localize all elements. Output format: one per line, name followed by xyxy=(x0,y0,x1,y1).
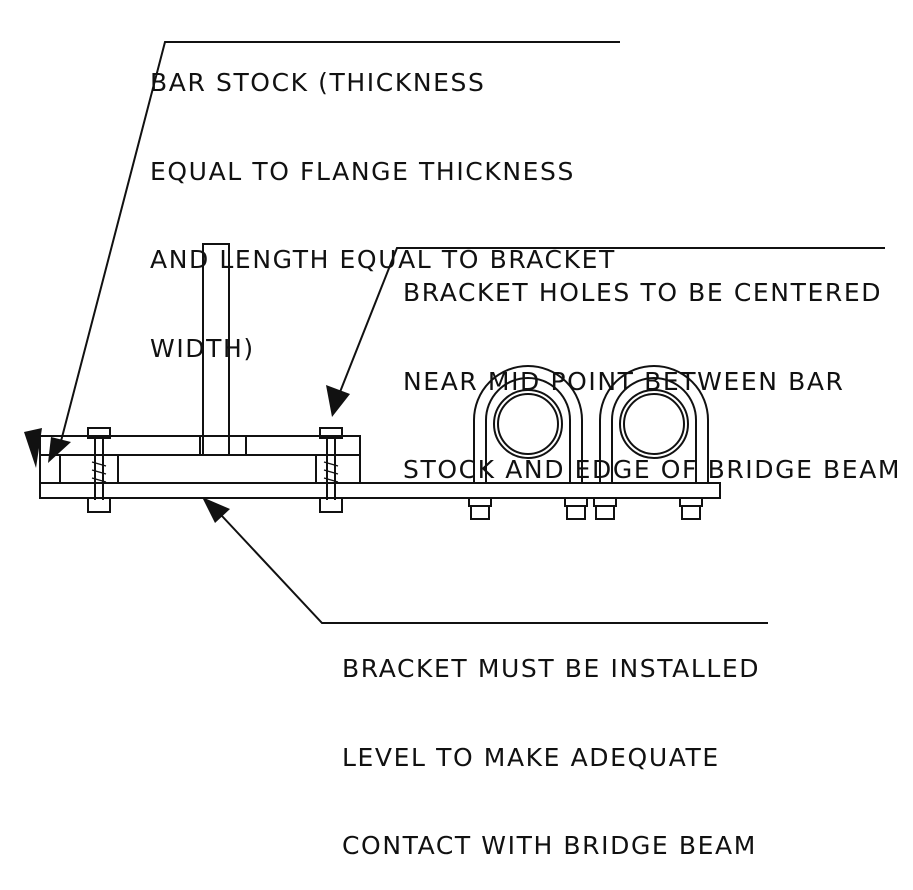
u-bolt-pipe-clamp-2 xyxy=(593,365,709,520)
left-bolt-thread-1 xyxy=(91,461,107,467)
note-bracket-level-line-3: CONTACT WITH BRIDGE BEAM xyxy=(342,831,757,860)
u-bolt-1-outer xyxy=(473,365,583,483)
leader-line-bracket-level xyxy=(221,515,768,624)
note-bracket-level-line-1: BRACKET MUST BE INSTALLED xyxy=(342,654,761,683)
note-bracket-level: BRACKET MUST BE INSTALLED LEVEL TO MAKE … xyxy=(342,595,760,890)
arrowhead-bar-stock xyxy=(48,437,71,463)
bar-stock-end xyxy=(59,454,119,484)
leader-line-bracket-holes xyxy=(339,247,885,393)
note-bar-stock-line-2: EQUAL TO FLANGE THICKNESS xyxy=(150,156,575,186)
note-bar-stock: BAR STOCK (THICKNESS EQUAL TO FLANGE THI… xyxy=(150,9,616,393)
note-bracket-holes-line-1: BRACKET HOLES TO BE CENTERED xyxy=(403,278,883,307)
bridge-beam-web xyxy=(202,243,230,456)
u-bolt-pipe-clamp-1 xyxy=(468,365,588,520)
pipe-1-inner xyxy=(497,393,559,455)
leader-bar-stock xyxy=(48,41,620,463)
note-bracket-holes-line-2: NEAR MID POINT BETWEEN BAR xyxy=(403,366,845,396)
u-bolt-1-left-nut xyxy=(470,505,490,520)
note-bar-stock-line-4: WIDTH) xyxy=(150,333,255,363)
arrowhead-bracket-level xyxy=(202,497,230,523)
note-bracket-holes: BRACKET HOLES TO BE CENTERED NEAR MID PO… xyxy=(403,219,901,514)
right-bolt-thread-3 xyxy=(323,477,339,483)
pipe-2-outer xyxy=(619,389,689,459)
right-bolt-nut xyxy=(319,497,343,513)
note-bar-stock-line-1: BAR STOCK (THICKNESS xyxy=(150,68,486,97)
bracket-installation-drawing xyxy=(24,41,885,624)
u-bolt-2-inner xyxy=(611,377,697,483)
left-bolt-thread-3 xyxy=(91,477,107,483)
right-bolt-head xyxy=(319,427,343,439)
bracket-assembly xyxy=(39,243,721,520)
note-bracket-level-line-2: LEVEL TO MAKE ADEQUATE xyxy=(342,742,720,772)
leader-bracket-holes xyxy=(326,247,885,417)
bar-stock xyxy=(117,454,317,484)
u-bolt-2-right-nut xyxy=(681,505,701,520)
beam-edge-arrowhead xyxy=(24,428,42,468)
leader-line-bar-stock xyxy=(59,41,620,446)
pipe-2-inner xyxy=(623,393,685,455)
left-bolt xyxy=(87,427,111,513)
bracket-base-plate xyxy=(39,482,721,499)
left-bolt-thread-2 xyxy=(91,469,107,475)
note-bracket-holes-line-3: STOCK AND EDGE OF BRIDGE BEAM xyxy=(403,455,902,484)
left-bolt-head xyxy=(87,427,111,439)
leader-bracket-level xyxy=(202,497,768,624)
flange-left xyxy=(39,435,201,456)
pipe-1-outer xyxy=(493,389,563,459)
flange-right xyxy=(245,435,361,456)
u-bolt-1-right-nut xyxy=(566,505,586,520)
right-bolt-thread-1 xyxy=(323,461,339,467)
right-bolt xyxy=(319,427,343,513)
note-bar-stock-line-3: AND LENGTH EQUAL TO BRACKET xyxy=(150,245,616,274)
u-bolt-2-outer xyxy=(599,365,709,483)
right-bolt-thread-2 xyxy=(323,469,339,475)
u-bolt-1-inner xyxy=(485,377,571,483)
arrowhead-bracket-holes xyxy=(326,385,350,417)
left-bolt-nut xyxy=(87,497,111,513)
u-bolt-2-left-nut xyxy=(595,505,615,520)
